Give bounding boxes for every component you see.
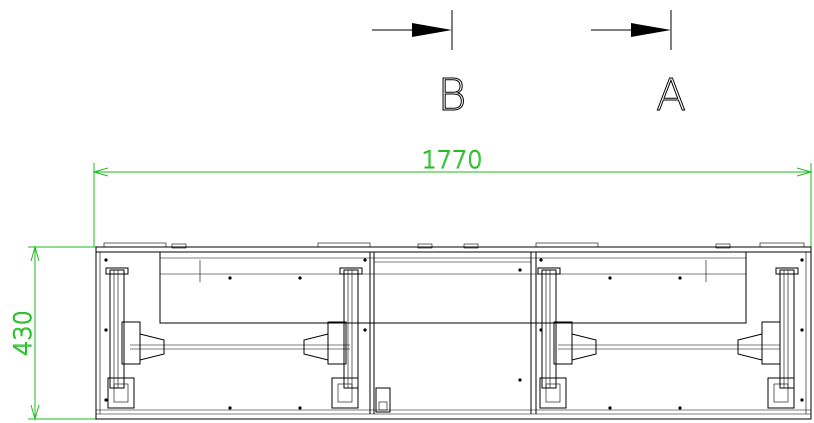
section-label-a: A	[656, 70, 686, 121]
center-handle	[375, 387, 391, 413]
top-hardware	[103, 242, 805, 249]
height-dimension: 430	[9, 245, 96, 421]
width-dimension-label: 1770	[421, 146, 482, 174]
section-label-b: B	[438, 70, 467, 121]
cabinet-elevation	[95, 242, 812, 420]
height-dimension-label: 430	[9, 310, 37, 356]
section-marker-b: B	[372, 10, 467, 122]
section-marker-a: A	[591, 10, 687, 122]
width-dimension: 1770	[92, 146, 813, 247]
right-mechanism	[537, 267, 799, 409]
fastener-dots	[104, 258, 804, 410]
left-mechanism	[105, 267, 363, 409]
